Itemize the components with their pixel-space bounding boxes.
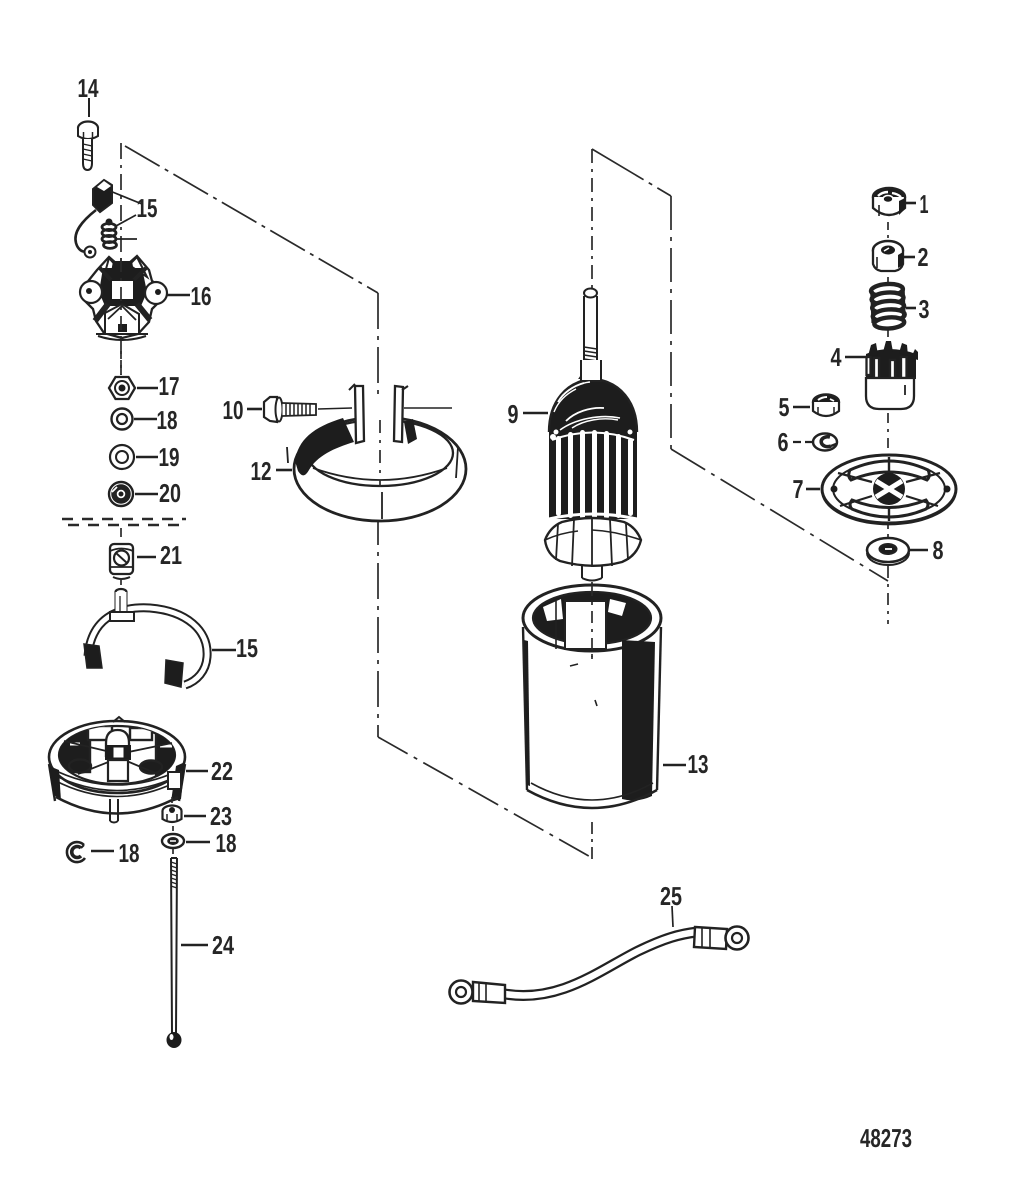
svg-text:21: 21 bbox=[160, 540, 182, 570]
svg-text:15: 15 bbox=[236, 633, 258, 663]
svg-text:14: 14 bbox=[78, 73, 99, 103]
svg-text:48273: 48273 bbox=[860, 1123, 912, 1153]
svg-text:13: 13 bbox=[688, 749, 709, 779]
svg-text:7: 7 bbox=[793, 474, 804, 504]
svg-text:24: 24 bbox=[212, 930, 234, 960]
svg-text:23: 23 bbox=[210, 801, 232, 831]
svg-text:10: 10 bbox=[223, 395, 244, 425]
svg-text:5: 5 bbox=[779, 392, 790, 422]
svg-text:18: 18 bbox=[119, 838, 140, 868]
svg-text:12: 12 bbox=[251, 456, 272, 486]
svg-text:9: 9 bbox=[508, 399, 519, 429]
svg-text:18: 18 bbox=[216, 828, 237, 858]
svg-text:16: 16 bbox=[191, 281, 212, 311]
svg-text:19: 19 bbox=[159, 442, 180, 472]
svg-text:25: 25 bbox=[660, 881, 682, 911]
svg-text:6: 6 bbox=[778, 427, 789, 457]
svg-text:22: 22 bbox=[211, 756, 233, 786]
svg-text:3: 3 bbox=[919, 294, 930, 324]
svg-text:15: 15 bbox=[137, 193, 158, 223]
svg-text:1: 1 bbox=[920, 189, 929, 219]
svg-text:4: 4 bbox=[831, 342, 842, 372]
svg-text:17: 17 bbox=[159, 371, 180, 401]
svg-text:2: 2 bbox=[918, 242, 929, 272]
svg-text:8: 8 bbox=[933, 535, 944, 565]
svg-text:20: 20 bbox=[159, 478, 181, 508]
svg-text:18: 18 bbox=[157, 405, 178, 435]
